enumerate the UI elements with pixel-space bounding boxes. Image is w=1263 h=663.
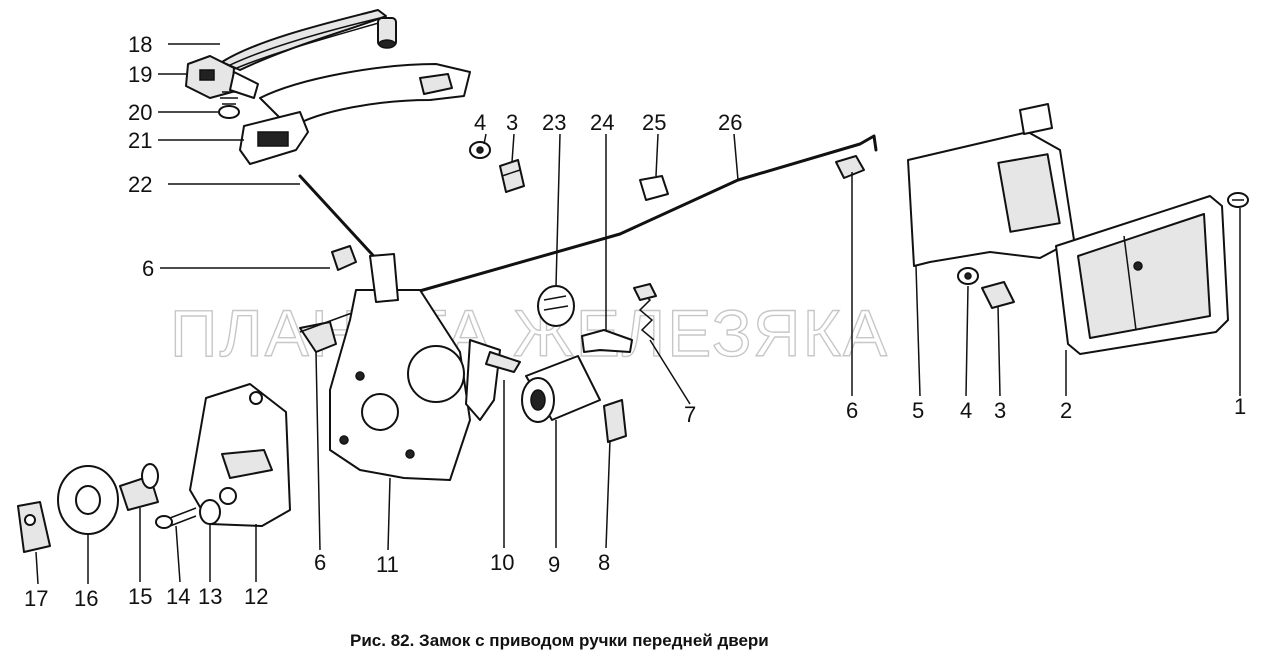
callout-labels: 18 19 20 21 22 6 4 3 23 24 25 26 7 6 5 4…: [24, 32, 1246, 611]
callout-4-top: 4: [474, 110, 486, 135]
part-14-screw: [155, 507, 197, 529]
part-15-pin: [119, 463, 159, 511]
callout-26: 26: [718, 110, 742, 135]
part-11-lock-plate: [329, 253, 471, 481]
part-16-washer: [57, 465, 119, 535]
part-24-lever: [581, 329, 633, 353]
part-20-spring-pin: [218, 91, 240, 119]
part-7-spring: [633, 283, 657, 341]
part-6-clip-right: [835, 155, 865, 179]
callout-24: 24: [590, 110, 614, 135]
callout-25: 25: [642, 110, 666, 135]
callout-7: 7: [684, 402, 696, 427]
part-26-long-rod: [400, 134, 878, 298]
part-4-washer-top: [469, 141, 491, 159]
callout-18: 18: [128, 32, 152, 57]
part-5-bracket: [907, 103, 1075, 267]
callout-22: 22: [128, 172, 152, 197]
part-1-screw: [1227, 192, 1249, 208]
part-2-inner-handle: [1055, 195, 1229, 355]
callout-20: 20: [128, 100, 152, 125]
part-6-clip-left-top: [331, 245, 357, 271]
watermark: ПЛАНЕТА ЖЕЛЕЗЯКА: [170, 296, 889, 370]
part-9-lock-cylinder: [521, 355, 601, 423]
callout-16: 16: [74, 586, 98, 611]
part-21-outer-handle: [239, 63, 471, 165]
callout-14: 14: [166, 584, 190, 609]
callout-10: 10: [490, 550, 514, 575]
callout-3-top: 3: [506, 110, 518, 135]
callout-5: 5: [912, 398, 924, 423]
callout-6-left-bottom: 6: [314, 550, 326, 575]
callout-21: 21: [128, 128, 152, 153]
callout-3-right: 3: [994, 398, 1006, 423]
part-10-lever: [465, 339, 521, 421]
part-3-bolt-top: [499, 159, 525, 193]
callout-11: 11: [376, 552, 399, 577]
part-23-plug: [537, 285, 575, 327]
part-12-striker: [189, 383, 291, 527]
part-6-clip-left-bottom: [299, 309, 361, 353]
figure-caption: Рис. 82. Замок с приводом ручки передней…: [350, 631, 769, 650]
callout-9: 9: [548, 552, 560, 577]
part-17-plate: [17, 501, 51, 553]
callout-6-right: 6: [846, 398, 858, 423]
callout-17: 17: [24, 586, 48, 611]
part-13-washer: [199, 499, 221, 525]
leader-lines: [35, 43, 1241, 585]
callout-2: 2: [1060, 398, 1072, 423]
part-8-cylinder-tail: [603, 399, 627, 443]
callout-1: 1: [1234, 394, 1246, 419]
callout-6-left-top: 6: [142, 256, 154, 281]
callout-13: 13: [198, 584, 222, 609]
callout-8: 8: [598, 550, 610, 575]
callout-12: 12: [244, 584, 268, 609]
callout-15: 15: [128, 584, 152, 609]
callout-19: 19: [128, 62, 152, 87]
part-25-clip: [639, 175, 669, 201]
part-18-outer-handle: [221, 9, 397, 71]
callout-23: 23: [542, 110, 566, 135]
part-4-washer-right: [957, 267, 979, 285]
part-3-bolt-right: [981, 281, 1015, 309]
callout-4-right: 4: [960, 398, 972, 423]
